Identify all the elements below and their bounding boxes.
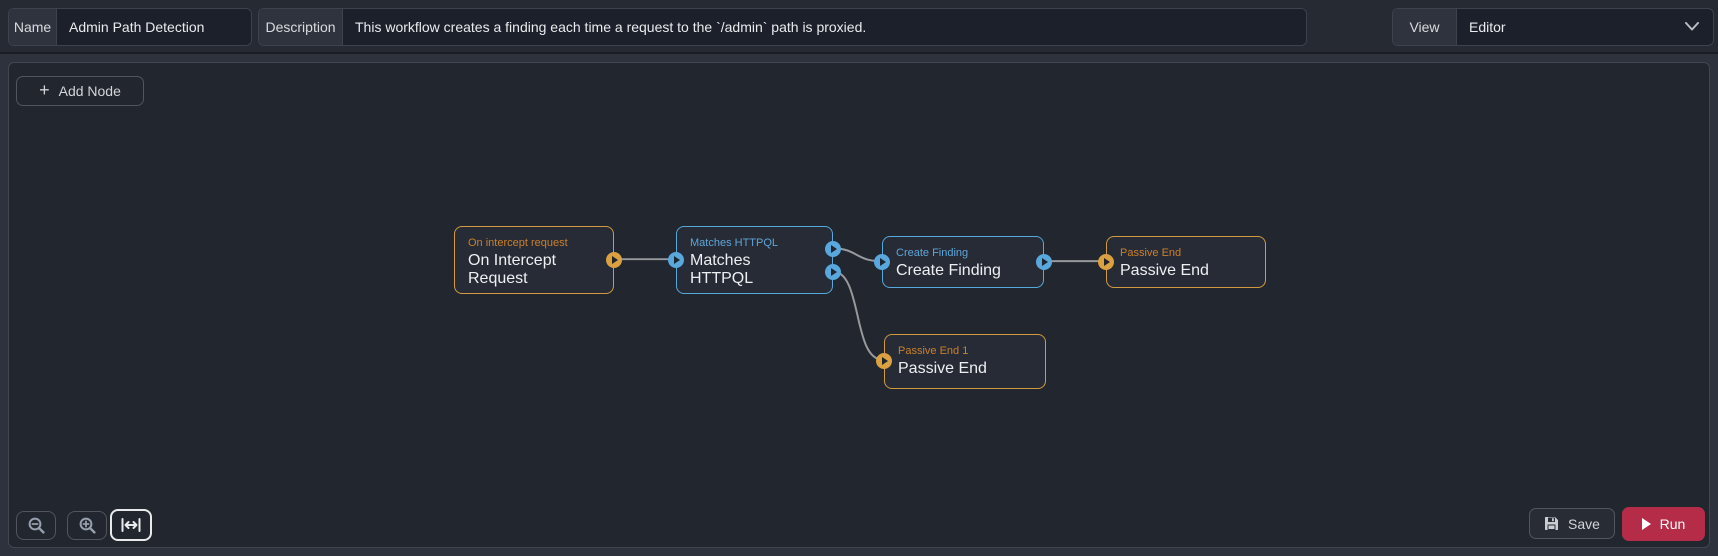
play-circle-icon [831, 268, 837, 276]
node-passive-end[interactable]: Passive End Passive End [1106, 236, 1266, 288]
zoom-in-button[interactable] [67, 511, 107, 540]
play-circle-icon [880, 258, 886, 266]
workflow-canvas[interactable]: On intercept request On Intercept Reques… [8, 62, 1710, 548]
description-input[interactable] [343, 9, 1306, 45]
node-title: On Intercept Request [468, 252, 557, 287]
node-create-finding[interactable]: Create Finding Create Finding [882, 236, 1044, 288]
floppy-disk-icon [1545, 517, 1559, 530]
fit-width-icon [121, 518, 141, 532]
port-input-matches-httpql[interactable] [668, 252, 684, 268]
port-output-false-matches-httpql[interactable] [825, 264, 841, 280]
node-caption: Passive End 1 [898, 345, 969, 357]
port-output-on-intercept-request[interactable] [606, 252, 622, 268]
view-label: View [1393, 9, 1457, 45]
top-bar: Name Description View Editor [0, 0, 1718, 54]
play-circle-icon [1042, 258, 1048, 266]
plus-icon: + [39, 80, 50, 100]
workflow-edges [614, 247, 1104, 361]
save-button[interactable]: Save [1529, 508, 1615, 539]
save-label: Save [1568, 515, 1600, 532]
name-label: Name [9, 9, 57, 45]
node-matches-httpql[interactable]: Matches HTTPQL Matches HTTPQL [676, 226, 833, 294]
magnifier-plus-icon [79, 517, 96, 534]
run-label: Run [1659, 516, 1686, 532]
chevron-down-icon [1685, 22, 1699, 31]
node-caption: On intercept request [468, 237, 568, 249]
node-on-intercept-request[interactable]: On intercept request On Intercept Reques… [454, 226, 614, 294]
node-title: Matches HTTPQL [690, 252, 754, 287]
port-output-create-finding[interactable] [1036, 254, 1052, 270]
edge-matches-to-passiveend1 [831, 270, 884, 361]
name-input[interactable] [57, 9, 251, 45]
node-caption: Create Finding [896, 247, 969, 259]
play-circle-icon [831, 245, 837, 253]
node-title: Passive End [1120, 262, 1209, 279]
add-node-button[interactable]: + Add Node [16, 76, 144, 106]
fit-view-button[interactable] [110, 509, 152, 541]
name-field-group: Name [8, 8, 252, 46]
run-button[interactable]: Run [1622, 507, 1705, 541]
node-title: Create Finding [896, 262, 1001, 279]
view-select-group: View Editor [1392, 8, 1714, 46]
node-title: Passive End [898, 360, 987, 377]
play-circle-icon [882, 357, 888, 365]
play-circle-icon [674, 256, 680, 264]
node-caption: Passive End [1120, 247, 1182, 259]
node-passive-end-1[interactable]: Passive End 1 Passive End [884, 334, 1046, 389]
description-label: Description [259, 9, 343, 45]
node-caption: Matches HTTPQL [690, 237, 779, 249]
add-node-label: Add Node [58, 83, 121, 99]
port-input-passive-end[interactable] [1098, 254, 1114, 270]
play-icon [1641, 518, 1651, 530]
port-output-true-matches-httpql[interactable] [825, 241, 841, 257]
play-circle-icon [1104, 258, 1110, 266]
magnifier-minus-icon [28, 517, 45, 534]
description-field-group: Description [258, 8, 1307, 46]
view-select-value: Editor [1469, 19, 1506, 35]
zoom-out-button[interactable] [16, 511, 56, 540]
view-select[interactable]: Editor [1457, 9, 1713, 45]
play-circle-icon [612, 256, 618, 264]
port-input-passive-end-1[interactable] [876, 353, 892, 369]
port-input-create-finding[interactable] [874, 254, 890, 270]
